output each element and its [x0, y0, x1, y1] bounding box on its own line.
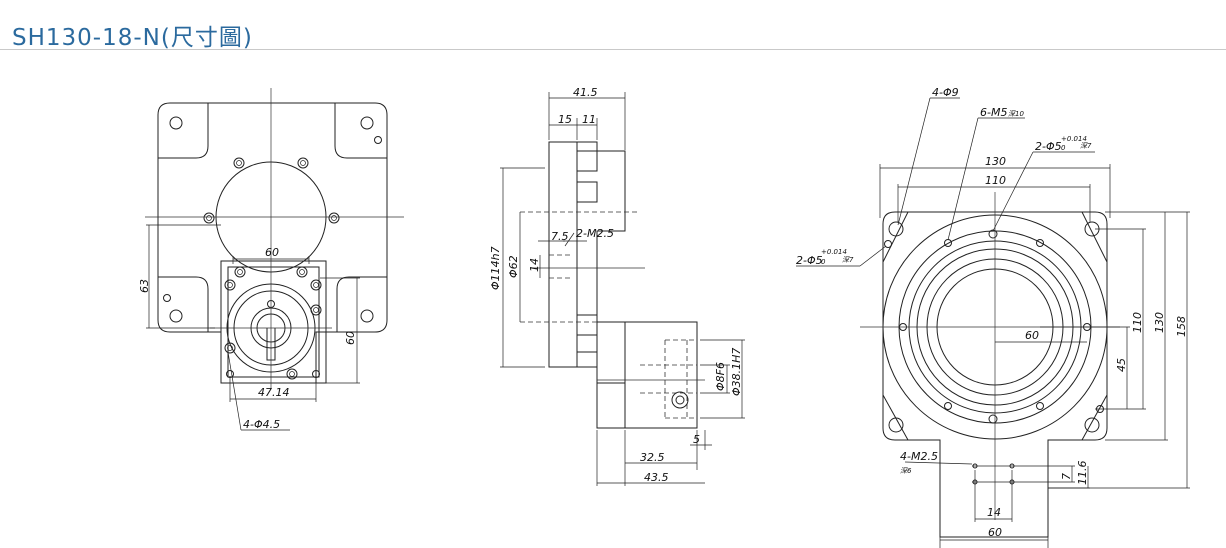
flange-dim-45: 45: [1115, 358, 1128, 372]
flange-dim-7: 7: [1060, 473, 1073, 480]
flange-label-2-phi5-top: 2-Φ5: [1035, 140, 1062, 153]
front-dim-60-right: 60: [344, 331, 357, 345]
flange-label-6-m5: 6-M5: [980, 106, 1007, 119]
flange-label-2-phi5-depth: 深7: [1080, 142, 1092, 150]
flange-label-2-phi5-left: 2-Φ5: [796, 254, 823, 267]
side-label-m25: 2-M2.5: [576, 227, 614, 240]
front-dim-60-top: 60: [265, 246, 279, 259]
side-dim-32-5: 32.5: [640, 451, 665, 464]
side-view: 41.5 15 11 7.5 2-M2.5 14 Φ62 Φ114h7 Φ8F6…: [489, 86, 745, 486]
flange-dim-130-top: 130: [985, 155, 1006, 168]
flange-dim-158: 158: [1175, 316, 1188, 337]
flange-label-4-m25: 4-M2.5: [900, 450, 938, 463]
flange-dim-130-right: 130: [1153, 312, 1166, 333]
flange-label-4-m25-depth: 深6: [900, 467, 912, 475]
front-label-holes: 4-Φ4.5: [243, 418, 280, 431]
side-dim-15: 15: [558, 113, 572, 126]
side-dim-5: 5: [693, 433, 700, 446]
flange-dim-60-bottom: 60: [988, 526, 1002, 539]
flange-label-2-phi5-left-tol: +0.014: [821, 248, 847, 256]
front-dim-63: 63: [138, 279, 151, 293]
title-divider: [0, 49, 1226, 50]
flange-label-2-phi5-left-tol0: 0: [821, 258, 826, 266]
flange-label-6-m5-depth: 深10: [1008, 110, 1024, 118]
flange-view: 4-Φ9 6-M5 深10 2-Φ5 +0.014 0 深7 2-Φ5 +0.0…: [796, 86, 1190, 548]
flange-dim-60-inner: 60: [1025, 329, 1039, 342]
side-dim-14: 14: [528, 258, 541, 272]
front-dim-47-14: 47.14: [258, 386, 290, 399]
flange-dim-14: 14: [987, 506, 1001, 519]
flange-dim-110-top: 110: [985, 174, 1006, 187]
flange-dim-110-right: 110: [1131, 312, 1144, 333]
side-dim-62: Φ62: [507, 255, 520, 278]
side-dim-8f6: Φ8F6: [714, 362, 727, 391]
flange-label-2-phi5-left-depth: 深7: [842, 256, 854, 264]
side-dim-114: Φ114h7: [489, 246, 502, 290]
side-dim-7-5: 7.5: [551, 230, 569, 243]
side-dim-38: Φ38.1H7: [730, 348, 743, 396]
page-title: SH130-18-N(尺寸圖): [12, 25, 253, 51]
flange-dim-11-6: 11.6: [1076, 461, 1089, 486]
flange-label-2-phi5-tol: +0.014: [1061, 135, 1087, 143]
flange-label-4-phi9: 4-Φ9: [932, 86, 959, 99]
flange-label-2-phi5-tol0: 0: [1061, 144, 1066, 152]
side-dim-41-5: 41.5: [573, 86, 598, 99]
side-dim-43-5: 43.5: [644, 471, 669, 484]
front-view: 60 63 60 47.14 4-Φ4.5: [138, 88, 404, 431]
side-dim-11: 11: [582, 113, 596, 126]
